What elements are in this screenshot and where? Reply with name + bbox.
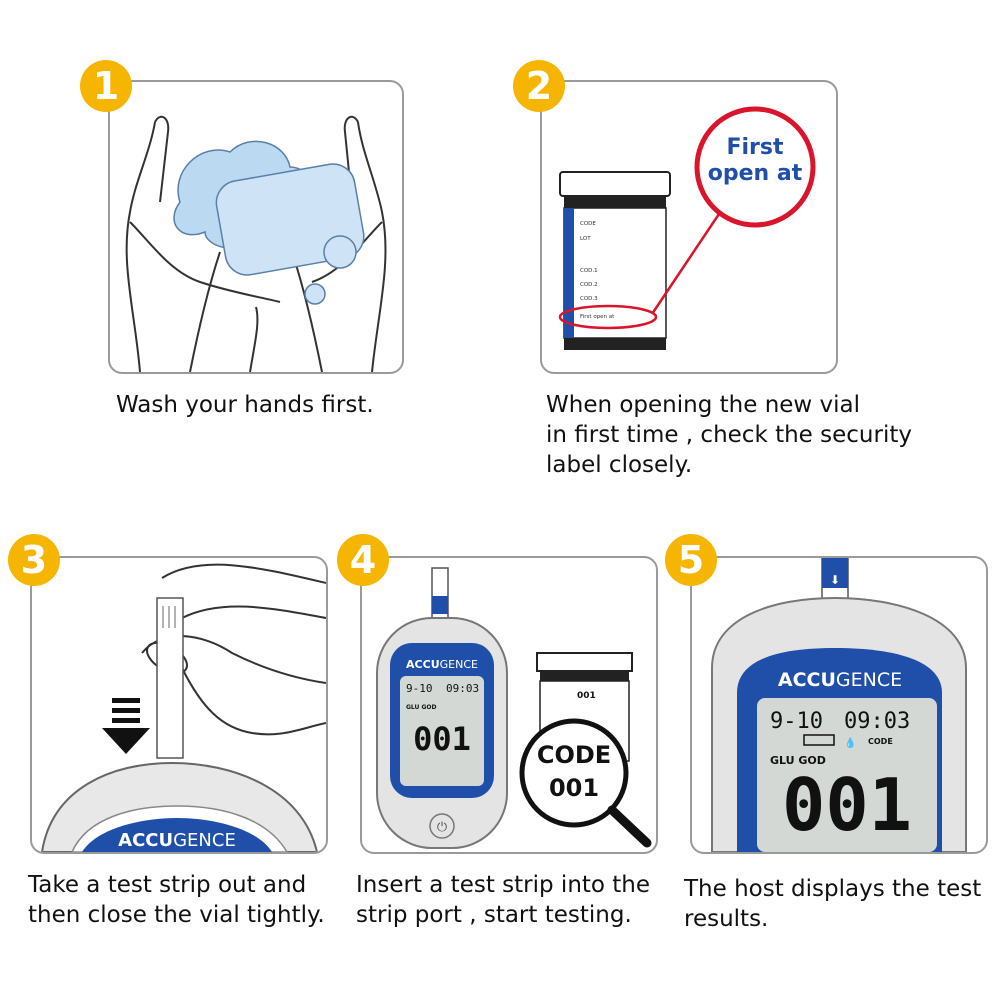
vial-security-label-illustration: CODE LOT COD.1 COD.2 COD.3 First open at… (558, 106, 816, 350)
hands-with-soap-illustration (125, 115, 387, 372)
lcd-reading: 001 (782, 763, 912, 847)
meter-brand: ACCUGENCE (118, 830, 236, 851)
step-1-badge: 1 (80, 60, 132, 112)
vial-small (536, 652, 633, 672)
lcd-date-small: 9-10 (406, 682, 433, 695)
magnifier-code-value: 001 (549, 774, 599, 802)
take-strip-illustration: ACCUGENCE (40, 563, 326, 852)
insert-strip-illustration: ACCUGENCE 9-10 09:03 GLU GOD 001 ⏻ 001 C… (376, 567, 652, 849)
step-5-badge: 5 (665, 534, 717, 586)
lcd-mode-small: GLU GOD (406, 704, 437, 711)
meter-brand-small: ACCUGENCE (406, 658, 478, 671)
step-4-panel: ACCUGENCE 9-10 09:03 GLU GOD 001 ⏻ 001 C… (360, 556, 658, 854)
callout-line-1: First (726, 135, 784, 160)
vial-label-lot: LOT (580, 236, 591, 242)
security-label-highlight (558, 304, 658, 330)
vial-label-cod1: COD.1 (580, 268, 598, 274)
down-arrow-icon (102, 698, 150, 754)
vial-code-value: 001 (577, 691, 596, 701)
step-5-panel: ⬇ ACCUGENCE 9-10 09:03 💧 CODE GLU GOD 00… (690, 556, 988, 854)
svg-text:⬇: ⬇ (830, 573, 840, 587)
lcd-date: 9-10 (770, 709, 823, 734)
step-3-badge: 3 (8, 534, 60, 586)
lcd-reading-small: 001 (413, 720, 471, 758)
callout-arrow (650, 201, 729, 315)
vial-label-code: CODE (580, 221, 596, 227)
meter-brand-large: ACCUGENCE (778, 669, 902, 691)
vial-label-first-open: First open at (580, 314, 615, 320)
step-2-caption: When opening the new vial in first time … (546, 392, 912, 478)
battery-icon (803, 734, 835, 746)
lcd-display (757, 698, 937, 852)
lcd-code-label: CODE (868, 737, 893, 746)
soap-foam-icon (173, 140, 365, 305)
lcd-mode: GLU GOD (770, 754, 826, 767)
lcd-time-small: 09:03 (446, 682, 479, 695)
step-2-badge: 2 (513, 60, 565, 112)
power-icon: ⏻ (437, 820, 447, 835)
callout-line-2: open at (708, 161, 803, 186)
lcd-time: 09:03 (844, 709, 910, 734)
blood-drop-icon: 💧 (844, 736, 856, 749)
step-2-panel: CODE LOT COD.1 COD.2 COD.3 First open at… (540, 80, 838, 374)
test-strip (156, 597, 184, 759)
power-button (429, 813, 455, 839)
step-5-caption: The host displays the test results. (684, 876, 982, 932)
step-4-caption: Insert a test strip into the strip port … (356, 872, 651, 928)
result-display-illustration: ⬇ ACCUGENCE 9-10 09:03 💧 CODE GLU GOD 00… (711, 558, 967, 852)
test-strip-vial (559, 171, 671, 350)
step-4-badge: 4 (337, 534, 389, 586)
first-open-callout (694, 106, 816, 228)
step-3-panel: ACCUGENCE (30, 556, 328, 854)
magnifier-code-label: CODE (537, 741, 611, 769)
step-1-caption: Wash your hands first. (116, 392, 374, 418)
vial-label-cod2: COD.2 (580, 282, 598, 288)
step-3-caption: Take a test strip out and then close the… (28, 872, 325, 928)
magnifier-icon (519, 718, 629, 828)
step-1-panel (108, 80, 404, 374)
vial-label-cod3: COD.3 (580, 296, 598, 302)
